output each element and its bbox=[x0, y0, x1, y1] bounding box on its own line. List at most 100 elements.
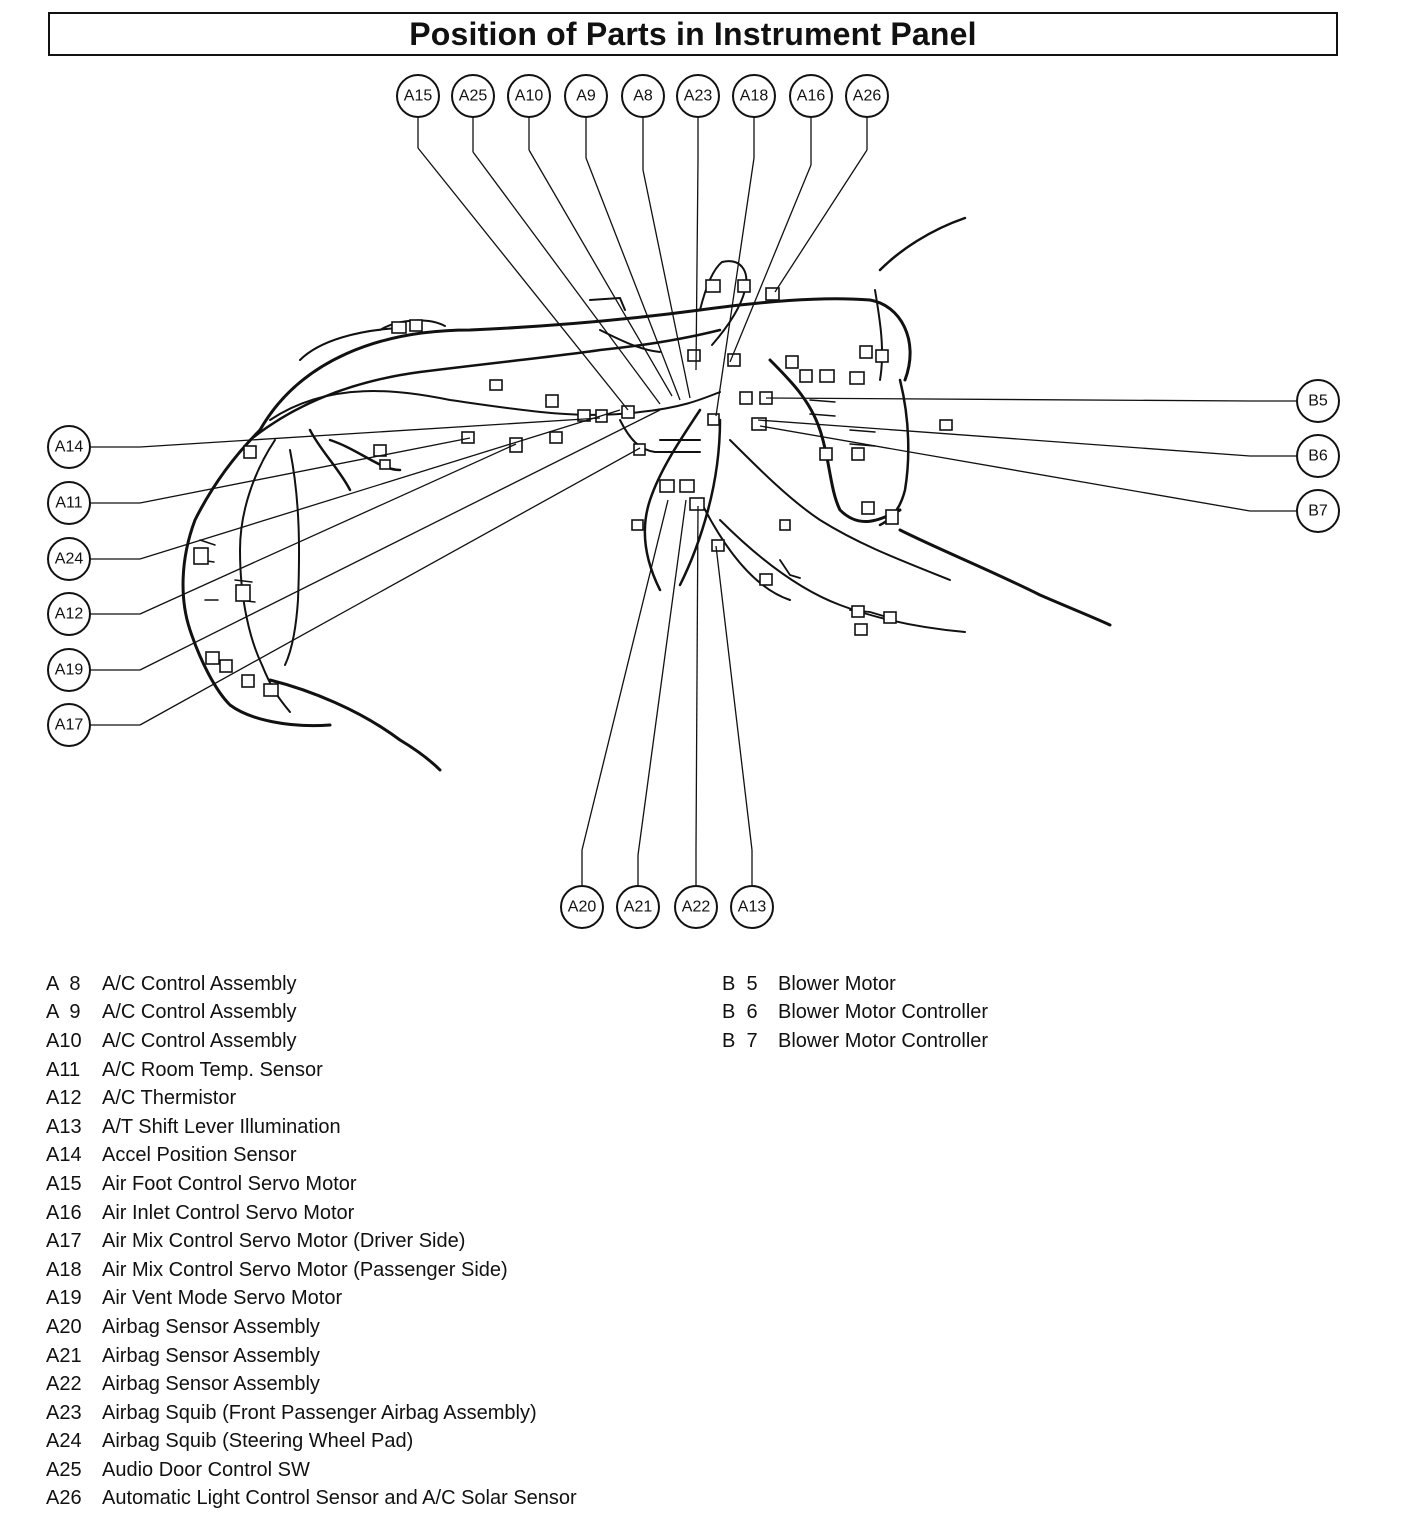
callout-A12: A12 bbox=[47, 592, 91, 636]
legend-code: A19 bbox=[46, 1287, 82, 1310]
legend-item: A12 A/C Thermistor bbox=[46, 1084, 577, 1113]
callout-A22: A22 bbox=[674, 885, 718, 929]
legend-code: A17 bbox=[46, 1230, 82, 1253]
svg-text:A10: A10 bbox=[515, 88, 544, 105]
harness-diagram: A15 A25 A10 A9 A8 A23 A18 A16 A26 A14 A1… bbox=[47, 74, 1340, 929]
legend-label: Accel Position Sensor bbox=[102, 1144, 297, 1167]
legend-item: A26 Automatic Light Control Sensor and A/… bbox=[46, 1485, 577, 1514]
legend-code: A22 bbox=[46, 1373, 82, 1396]
svg-text:A23: A23 bbox=[684, 88, 713, 105]
legend-code: A10 bbox=[46, 1029, 82, 1052]
svg-text:A22: A22 bbox=[682, 899, 711, 916]
callout-A15: A15 bbox=[396, 74, 440, 118]
legend-item: A13 A/T Shift Lever Illumination bbox=[46, 1113, 577, 1142]
svg-text:A17: A17 bbox=[55, 717, 84, 734]
legend-code: B 6 bbox=[722, 1001, 758, 1024]
svg-text:A18: A18 bbox=[740, 88, 769, 105]
callout-B7: B7 bbox=[1296, 489, 1340, 533]
svg-text:A25: A25 bbox=[459, 88, 488, 105]
callout-A26: A26 bbox=[845, 74, 889, 118]
legend-code: A 8 bbox=[46, 972, 81, 995]
legend-item: A19 Air Vent Mode Servo Motor bbox=[46, 1285, 577, 1314]
legend-code: A11 bbox=[46, 1058, 81, 1081]
legend-code: A14 bbox=[46, 1144, 82, 1167]
legend-label: A/C Thermistor bbox=[102, 1087, 237, 1110]
svg-text:A9: A9 bbox=[576, 88, 596, 105]
svg-text:A21: A21 bbox=[624, 899, 653, 916]
legend-label: Airbag Sensor Assembly bbox=[102, 1344, 320, 1367]
legend-code: A25 bbox=[46, 1458, 82, 1481]
legend-code: A15 bbox=[46, 1172, 82, 1195]
wiring-harness-drawing bbox=[181, 216, 1112, 772]
legend-code: A23 bbox=[46, 1401, 82, 1424]
callout-A19: A19 bbox=[47, 648, 91, 692]
legend-code: A21 bbox=[46, 1344, 82, 1367]
legend-code: A12 bbox=[46, 1087, 82, 1110]
svg-text:A14: A14 bbox=[55, 439, 84, 456]
legend-item: A25 Audio Door Control SW bbox=[46, 1456, 577, 1485]
svg-text:B6: B6 bbox=[1308, 448, 1328, 465]
callout-A11: A11 bbox=[47, 481, 91, 525]
legend-code: B 7 bbox=[722, 1029, 758, 1052]
svg-text:A16: A16 bbox=[797, 88, 826, 105]
legend-label: Audio Door Control SW bbox=[102, 1458, 310, 1481]
legend-code: A13 bbox=[46, 1115, 82, 1138]
legend-label: A/C Control Assembly bbox=[102, 1001, 297, 1024]
callout-A17: A17 bbox=[47, 703, 91, 747]
legend-label: Automatic Light Control Sensor and A/C S… bbox=[102, 1487, 577, 1510]
legend-label: Air Inlet Control Servo Motor bbox=[102, 1201, 355, 1224]
legend-label: Blower Motor bbox=[778, 972, 896, 995]
callout-A24: A24 bbox=[47, 537, 91, 581]
legend-item: A14 Accel Position Sensor bbox=[46, 1142, 577, 1171]
legend-label: Blower Motor Controller bbox=[778, 1029, 989, 1052]
callout-A21: A21 bbox=[616, 885, 660, 929]
legend-label: Air Mix Control Servo Motor (Driver Side… bbox=[102, 1230, 466, 1253]
callout-A8: A8 bbox=[621, 74, 665, 118]
svg-text:B5: B5 bbox=[1308, 393, 1328, 410]
legend-code: A20 bbox=[46, 1315, 82, 1338]
leader-lines bbox=[90, 117, 1296, 885]
legend-item: A10 A/C Control Assembly bbox=[46, 1027, 577, 1056]
legend-item: A11 A/C Room Temp. Sensor bbox=[46, 1056, 577, 1085]
legend-code: A24 bbox=[46, 1430, 82, 1453]
legend-label: Air Foot Control Servo Motor bbox=[102, 1172, 357, 1195]
callout-B5: B5 bbox=[1296, 379, 1340, 423]
legend-item: A15 Air Foot Control Servo Motor bbox=[46, 1170, 577, 1199]
legend-code: B 5 bbox=[722, 972, 758, 995]
svg-text:A20: A20 bbox=[568, 899, 597, 916]
svg-text:A15: A15 bbox=[404, 88, 433, 105]
legend-label: Airbag Squib (Steering Wheel Pad) bbox=[102, 1430, 414, 1453]
legend-label: Air Vent Mode Servo Motor bbox=[102, 1287, 343, 1310]
legend-item: A24 Airbag Squib (Steering Wheel Pad) bbox=[46, 1428, 577, 1457]
legend-code: A26 bbox=[46, 1487, 82, 1510]
legend-label: A/T Shift Lever Illumination bbox=[102, 1115, 341, 1138]
legend-label: A/C Control Assembly bbox=[102, 1029, 297, 1052]
legend-item: A23 Airbag Squib (Front Passenger Airbag … bbox=[46, 1399, 577, 1428]
callout-A10: A10 bbox=[507, 74, 551, 118]
svg-text:A24: A24 bbox=[55, 551, 84, 568]
legend-item: B 5 Blower Motor bbox=[722, 970, 988, 999]
callout-A25: A25 bbox=[451, 74, 495, 118]
legend-code: A16 bbox=[46, 1201, 82, 1224]
legend-label: A/C Room Temp. Sensor bbox=[102, 1058, 323, 1081]
legend-item: A16 Air Inlet Control Servo Motor bbox=[46, 1199, 577, 1228]
svg-text:A13: A13 bbox=[738, 899, 767, 916]
svg-text:A26: A26 bbox=[853, 88, 882, 105]
svg-text:A8: A8 bbox=[633, 88, 653, 105]
legend-code: A18 bbox=[46, 1258, 82, 1281]
callout-B6: B6 bbox=[1296, 434, 1340, 478]
title-box: Position of Parts in Instrument Panel bbox=[48, 12, 1338, 56]
callout-A9: A9 bbox=[564, 74, 608, 118]
legend-label: A/C Control Assembly bbox=[102, 972, 297, 995]
callout-A18: A18 bbox=[732, 74, 776, 118]
callout-A20: A20 bbox=[560, 885, 604, 929]
legend-item: A17 Air Mix Control Servo Motor (Driver S… bbox=[46, 1227, 577, 1256]
callout-A16: A16 bbox=[789, 74, 833, 118]
legend-label: Airbag Squib (Front Passenger Airbag Ass… bbox=[102, 1401, 537, 1424]
svg-text:A11: A11 bbox=[55, 495, 82, 512]
